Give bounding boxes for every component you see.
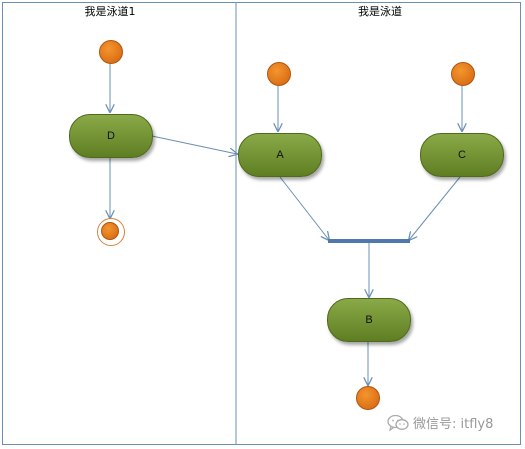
edge-A-to-join bbox=[279, 176, 329, 240]
lane-1-title: 我是泳道1 bbox=[84, 5, 136, 18]
activity-C[interactable]: C bbox=[420, 133, 504, 177]
join-bar bbox=[328, 239, 410, 243]
activity-B[interactable]: B bbox=[327, 298, 411, 342]
final-node-inner bbox=[101, 222, 119, 240]
activity-D-label: D bbox=[107, 130, 115, 142]
watermark: 微信号: itfly8 bbox=[387, 413, 493, 432]
start-node-lane1 bbox=[99, 40, 123, 64]
start-node-a bbox=[267, 62, 291, 86]
activity-A-label: A bbox=[276, 149, 284, 161]
lane-2-title: 我是泳道 bbox=[358, 5, 402, 18]
activity-C-label: C bbox=[458, 149, 466, 161]
activity-A[interactable]: A bbox=[238, 133, 322, 177]
edge-D-to-A bbox=[151, 135, 237, 154]
end-node-b bbox=[356, 386, 380, 410]
activity-D[interactable]: D bbox=[69, 114, 153, 158]
wechat-icon bbox=[387, 414, 409, 431]
start-node-c bbox=[451, 62, 475, 86]
watermark-text: 微信号: itfly8 bbox=[413, 417, 494, 432]
diagram-frame bbox=[2, 2, 521, 445]
final-node-lane1 bbox=[97, 218, 125, 246]
activity-B-label: B bbox=[365, 314, 373, 326]
edge-C-to-join bbox=[409, 176, 461, 240]
